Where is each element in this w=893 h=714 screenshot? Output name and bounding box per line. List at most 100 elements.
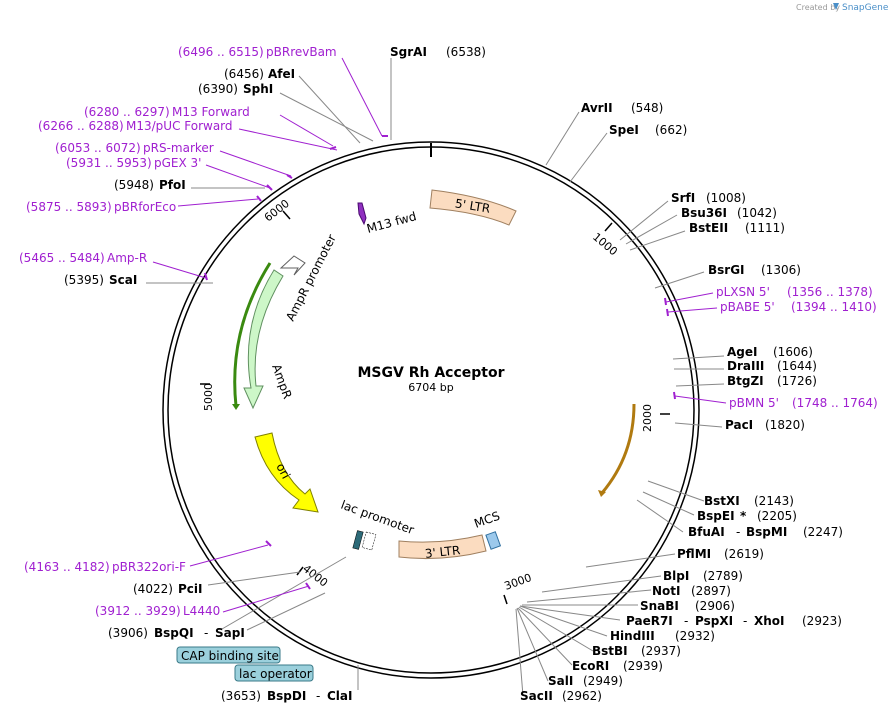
site-label-sali[interactable]: SalI bbox=[548, 674, 573, 688]
site-label-pcii[interactable]: PciI bbox=[178, 582, 203, 596]
site-label-sphi[interactable]: SphI bbox=[243, 82, 273, 96]
site-pos-avrii: (548) bbox=[631, 101, 663, 115]
primer-label-pbabe[interactable]: pBABE 5' bbox=[720, 300, 775, 314]
site-pos-pfoi: (5948) bbox=[114, 178, 154, 192]
primer-range-pbrrevbam: (6496 .. 6515) bbox=[178, 45, 264, 59]
site-label-spei[interactable]: SpeI bbox=[609, 123, 639, 137]
site-label-bsteii[interactable]: BstEII bbox=[689, 221, 728, 235]
site-label-sapi[interactable]: SapI bbox=[215, 626, 245, 640]
plasmid-backbone bbox=[162, 141, 700, 679]
site-pos-bstxi: (2143) bbox=[754, 494, 794, 508]
lac-operator-box[interactable]: lac operator bbox=[234, 664, 314, 682]
site-label-pflmi[interactable]: PflMI bbox=[677, 547, 711, 561]
site-pos-draiii: (1644) bbox=[777, 359, 817, 373]
site-label-clai[interactable]: ClaI bbox=[327, 689, 352, 703]
site-label-btgzi[interactable]: BtgZI bbox=[727, 374, 764, 388]
site-label-paci[interactable]: PacI bbox=[725, 418, 753, 432]
label-leader-lines bbox=[146, 58, 725, 697]
site-label-bstxi[interactable]: BstXI bbox=[704, 494, 740, 508]
ltr-region-arrowhead bbox=[598, 490, 606, 497]
site-label-noti[interactable]: NotI bbox=[652, 584, 681, 598]
site-label-draiii[interactable]: DraIII bbox=[727, 359, 764, 373]
site-label-bstbi[interactable]: BstBI bbox=[592, 644, 628, 658]
primer-label-prs[interactable]: pRS-marker bbox=[143, 141, 214, 155]
tick-label-1000: 1000 bbox=[590, 230, 620, 258]
m13fwd-arrow[interactable] bbox=[357, 202, 367, 226]
site-label-avrii[interactable]: AvrII bbox=[581, 101, 613, 115]
tick-label-3000: 3000 bbox=[503, 571, 534, 593]
site-label-bspdi[interactable]: BspDI bbox=[267, 689, 306, 703]
site-label-bspei[interactable]: BspEI bbox=[697, 509, 735, 523]
ampr-promoter-arrow[interactable] bbox=[279, 255, 306, 276]
site-pos-bstbi: (2937) bbox=[641, 644, 681, 658]
site-pos-sali: (2949) bbox=[583, 674, 623, 688]
ltr5-arrow[interactable] bbox=[429, 189, 517, 226]
site-label-xhoi[interactable]: XhoI bbox=[754, 614, 785, 628]
primer-ticks bbox=[204, 135, 676, 590]
site-pos-paer7i: (2923) bbox=[802, 614, 842, 628]
site-label-paer7i[interactable]: PaeR7I bbox=[626, 614, 673, 628]
primer-range-plxsn: (1356 .. 1378) bbox=[787, 285, 873, 299]
mcs-label: MCS bbox=[472, 509, 502, 531]
site-label-afei[interactable]: AfeI bbox=[268, 67, 295, 81]
site-label-ecori[interactable]: EcoRI bbox=[572, 659, 609, 673]
site-label-bspmi[interactable]: BspMI bbox=[746, 525, 787, 539]
site-label-hindiii[interactable]: HindIII bbox=[610, 629, 655, 643]
site-pos-hindiii: (2932) bbox=[675, 629, 715, 643]
site-pos-bspqi: (3906) bbox=[108, 626, 148, 640]
site-pos-btgzi: (1726) bbox=[777, 374, 817, 388]
tick-label-6000: 6000 bbox=[262, 197, 292, 224]
primer-label-pgex[interactable]: pGEX 3' bbox=[154, 156, 201, 170]
site-label-bspqi[interactable]: BspQI bbox=[154, 626, 194, 640]
primer-label-m13puc[interactable]: M13/pUC Forward bbox=[126, 119, 233, 133]
primer-label-pbmn[interactable]: pBMN 5' bbox=[729, 396, 779, 410]
site-pos-bsu36i: (1042) bbox=[737, 206, 777, 220]
site-pos-scai: (5395) bbox=[64, 273, 104, 287]
site-label-srfi[interactable]: SrfI bbox=[671, 191, 695, 205]
site-dash-bspdi: - bbox=[316, 689, 320, 703]
site-label-scai[interactable]: ScaI bbox=[109, 273, 137, 287]
site-pos-blpi: (2789) bbox=[703, 569, 743, 583]
site-label-pfoi[interactable]: PfoI bbox=[159, 178, 186, 192]
primer-label-plxsn[interactable]: pLXSN 5' bbox=[716, 285, 770, 299]
site-pos-bsteii: (1111) bbox=[745, 221, 785, 235]
site-pos-afei: (6456) bbox=[224, 67, 264, 81]
ampr-label: AmpR bbox=[269, 362, 294, 400]
primer-label-l4440[interactable]: L4440 bbox=[183, 604, 220, 618]
mcs-box[interactable] bbox=[485, 531, 502, 550]
site-label-sgrai[interactable]: SgrAI bbox=[390, 45, 427, 59]
primer-range-ampr: (5465 .. 5484) bbox=[19, 251, 105, 265]
ltr3-arrow[interactable] bbox=[398, 534, 487, 560]
site-label-bsu36i[interactable]: Bsu36I bbox=[681, 206, 727, 220]
site-pos-srfi: (1008) bbox=[706, 191, 746, 205]
site-label-pspxi[interactable]: PspXI bbox=[695, 614, 733, 628]
site-pos-sphi: (6390) bbox=[198, 82, 238, 96]
site-label-blpi[interactable]: BlpI bbox=[663, 569, 689, 583]
site-label-agei[interactable]: AgeI bbox=[727, 345, 757, 359]
site-pos-paci: (1820) bbox=[765, 418, 805, 432]
primer-label-pbr322[interactable]: pBR322ori-F bbox=[112, 560, 186, 574]
primer-label-m13fwd[interactable]: M13 Forward bbox=[172, 105, 250, 119]
site-label-snabi[interactable]: SnaBI bbox=[640, 599, 679, 613]
ori-arrow[interactable] bbox=[254, 432, 319, 513]
site-pos-sgrai: (6538) bbox=[446, 45, 486, 59]
site-label-sacii[interactable]: SacII bbox=[520, 689, 553, 703]
map-length: 6704 bp bbox=[408, 381, 453, 394]
lac-promoter-arrow[interactable] bbox=[352, 530, 377, 551]
primer-leader-lines bbox=[152, 57, 727, 613]
tick-label-4000: 4000 bbox=[300, 562, 330, 589]
site-label-bsrgi[interactable]: BsrGI bbox=[708, 263, 745, 277]
site-pos-bsrgi: (1306) bbox=[761, 263, 801, 277]
primer-label-pbrfor[interactable]: pBRforEco bbox=[114, 200, 176, 214]
site-label-bspei-star: * bbox=[740, 509, 747, 523]
ampr-arrow[interactable] bbox=[243, 269, 284, 410]
snapgene-brand: SnapGene bbox=[842, 3, 889, 13]
primer-label-pbrrevbam[interactable]: pBRrevBam bbox=[266, 45, 337, 59]
site-dash-pspxi: - bbox=[743, 614, 747, 628]
site-pos-bfuai: (2247) bbox=[803, 525, 843, 539]
site-label-bfuai[interactable]: BfuAI bbox=[688, 525, 725, 539]
cap-binding-site-box[interactable]: CAP binding site bbox=[176, 646, 281, 664]
site-dash-bfuai: - bbox=[736, 525, 740, 539]
ltr3-label: 3' LTR bbox=[424, 543, 461, 561]
primer-label-ampr[interactable]: Amp-R bbox=[107, 251, 147, 265]
